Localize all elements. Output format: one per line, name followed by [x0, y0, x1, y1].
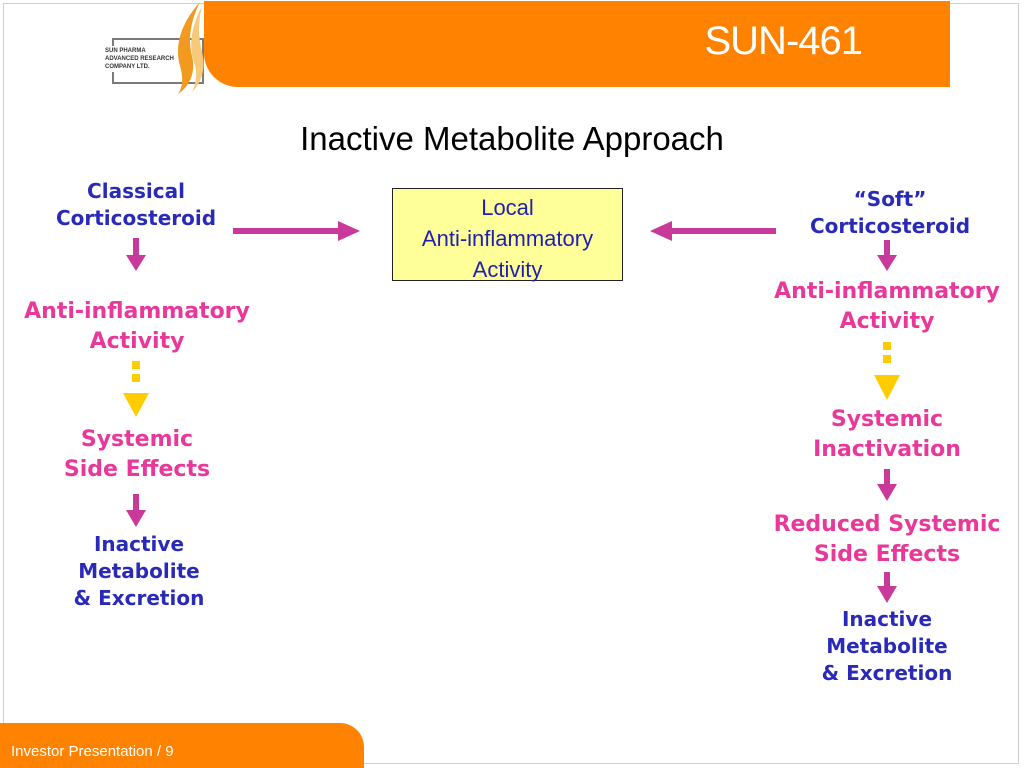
- flame-logo-icon: [178, 2, 204, 94]
- logo-line: COMPANY LTD.: [105, 64, 150, 70]
- header-bar: SUN-461: [204, 1, 950, 87]
- right-systemic-inactivation: Systemic Inactivation: [813, 407, 961, 462]
- slide-code: SUN-461: [704, 19, 863, 63]
- logo-line: SUN PHARMA: [105, 48, 146, 54]
- arrow-soft-to-local: [650, 221, 776, 241]
- right-anti-inflammatory-activity: Anti-inflammatory Activity: [774, 279, 1000, 334]
- arrow-right-down-3: [877, 572, 897, 603]
- company-logo-text: SUN PHARMA ADVANCED RESEARCH COMPANY LTD…: [103, 46, 187, 72]
- local-activity-box: Local Anti-inflammatory Activity: [392, 188, 623, 282]
- footer-bar: [0, 723, 364, 768]
- soft-corticosteroid-label: “Soft” Corticosteroid: [809, 187, 971, 238]
- slide-title: Inactive Metabolite Approach: [300, 120, 724, 157]
- arrow-right-down-1: [877, 240, 897, 271]
- right-reduced-systemic-side-effects: Reduced Systemic Side Effects: [773, 512, 1001, 567]
- classical-corticosteroid-label: Classical Corticosteroid: [55, 179, 217, 230]
- arrow-right-dotted: [874, 342, 900, 400]
- left-inactive-metabolite-excretion: Inactive Metabolite & Excretion: [73, 532, 205, 610]
- arrow-left-dotted: [123, 361, 149, 417]
- arrow-classical-to-local: [233, 221, 360, 241]
- arrow-right-down-2: [877, 469, 897, 501]
- left-anti-inflammatory-activity: Anti-inflammatory Activity: [24, 299, 250, 354]
- footer-text: Investor Presentation / 9: [11, 743, 174, 760]
- arrow-left-down-1: [126, 238, 146, 271]
- logo-line: ADVANCED RESEARCH: [105, 56, 174, 62]
- arrow-left-down-2: [126, 494, 146, 527]
- right-inactive-metabolite-excretion: Inactive Metabolite & Excretion: [821, 607, 953, 685]
- left-systemic-side-effects: Systemic Side Effects: [63, 427, 211, 482]
